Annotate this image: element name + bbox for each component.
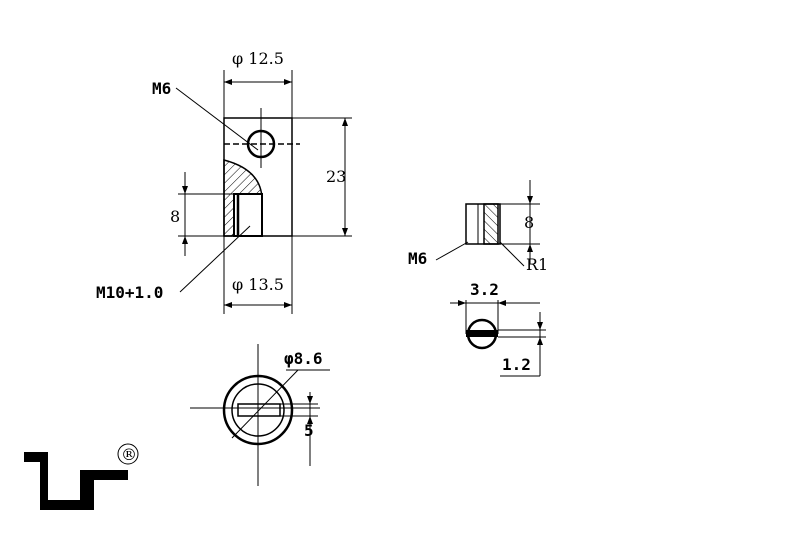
leader-m6 <box>175 87 259 151</box>
side-view: 8 M6 R1 <box>408 180 548 274</box>
dim-height: 23 <box>326 167 346 186</box>
dim-bottom-diameter: φ 13.5 <box>232 275 284 294</box>
brand-logo: ® <box>24 443 139 510</box>
dim-depth: 8 <box>170 207 180 226</box>
dim-nut-height: 8 <box>524 213 534 232</box>
leader-m10 <box>179 225 251 293</box>
label-m6-side: M6 <box>408 249 427 268</box>
dim-bottom-dia: φ8.6 <box>284 349 323 368</box>
label-m6-top: M6 <box>152 79 171 98</box>
dim-slot-width: 3.2 <box>470 280 499 299</box>
leader-m6-side <box>435 241 469 261</box>
main-view: φ 12.5 M6 23 8 M10+1.0 φ <box>96 49 352 314</box>
dim-top-diameter: φ 12.5 <box>232 49 284 68</box>
dim-bottom-slot: 5 <box>304 421 314 440</box>
nut-thread <box>483 203 499 245</box>
bottom-view: φ8.6 5 <box>190 344 330 486</box>
dim-slot-depth: 1.2 <box>502 355 531 374</box>
label-m10: M10+1.0 <box>96 283 163 302</box>
nut-body <box>465 203 501 245</box>
leader-dia <box>231 369 299 439</box>
slot-view: 3.2 1.2 <box>450 280 546 377</box>
label-r1: R1 <box>526 255 548 274</box>
logo-mark <box>24 452 128 510</box>
leader-r1 <box>499 241 525 267</box>
bottom-slot <box>237 403 281 417</box>
registered-mark: ® <box>121 445 137 464</box>
slot <box>466 330 498 337</box>
